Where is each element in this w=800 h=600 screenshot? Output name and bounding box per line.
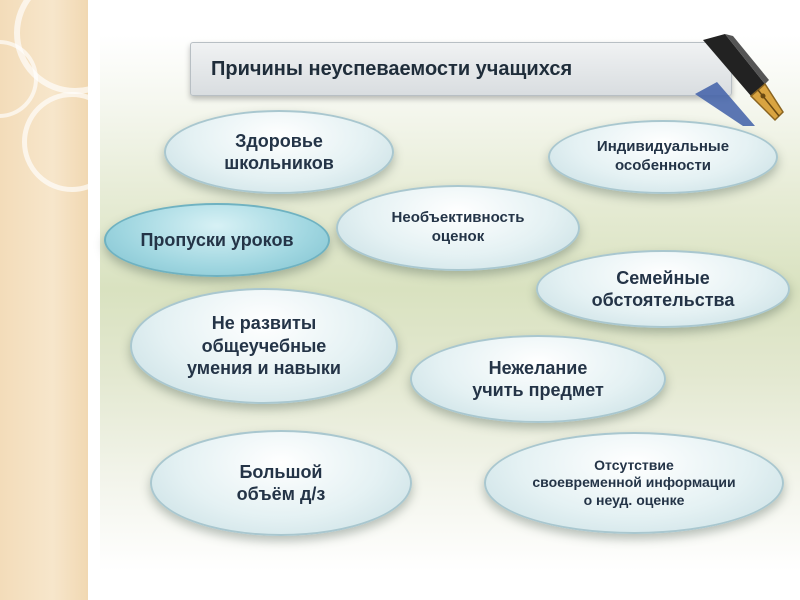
reason-individual-traits: Индивидуальные особенности	[548, 120, 778, 194]
reason-label: Семейные обстоятельства	[591, 267, 735, 311]
reason-family: Семейные обстоятельства	[536, 250, 790, 328]
reason-label: Не развиты общеучебные умения и навыки	[186, 313, 341, 379]
reason-label: Пропуски уроков	[140, 229, 294, 250]
reason-missing-information: Отсутствие своевременной информации о не…	[484, 432, 784, 534]
reason-label: Большой объём д/з	[236, 461, 326, 505]
left-decorative-strip	[0, 0, 88, 600]
reason-label: Нежелание учить предмет	[472, 357, 604, 401]
reason-absences: Пропуски уроков	[104, 203, 330, 277]
title-bar: Причины неуспеваемости учащихся	[190, 42, 732, 96]
fountain-pen-icon	[695, 34, 784, 126]
reason-homework-load: Большой объём д/з	[150, 430, 412, 536]
reason-biased-grades: Необъективность оценок	[336, 185, 580, 271]
decorative-ring	[22, 92, 88, 192]
reason-label: Отсутствие своевременной информации о не…	[532, 456, 736, 508]
reason-label: Здоровье школьников	[224, 130, 334, 174]
reason-label: Индивидуальные особенности	[596, 138, 730, 174]
reason-unwillingness: Нежелание учить предмет	[410, 335, 666, 423]
reason-health: Здоровье школьников	[164, 110, 394, 194]
slide-title: Причины неуспеваемости учащихся	[211, 57, 573, 80]
reason-label: Необъективность оценок	[391, 209, 525, 245]
reason-study-skills: Не развиты общеучебные умения и навыки	[130, 288, 398, 404]
